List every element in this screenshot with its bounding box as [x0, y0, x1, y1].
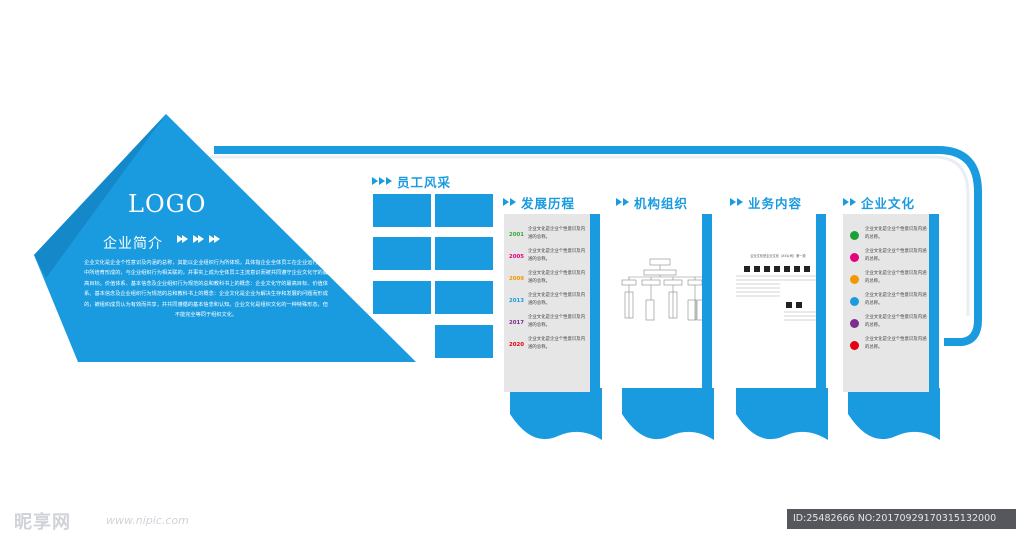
section-title-culture: 企业文化 — [861, 195, 916, 211]
section-title-history: 发展历程 — [521, 195, 576, 211]
culture-text: 企业文化是企业个性意识及内涵的总称。 — [865, 293, 927, 306]
history-panel — [504, 214, 590, 392]
staff-photo — [435, 194, 493, 227]
culture-wave — [848, 388, 940, 440]
section-chevron-icon — [730, 198, 743, 206]
history-text: 企业文化是企业个性意识及内涵的总称。 — [528, 315, 586, 328]
business-title: 企业文化是企业文化（XX公司）第一篇 — [750, 254, 806, 258]
history-year: 2009 — [509, 276, 525, 282]
culture-dot-icon — [850, 319, 859, 328]
section-title-org: 机构组织 — [634, 195, 689, 211]
section-chevron-icon — [616, 198, 629, 206]
intro-panel-accent — [34, 114, 166, 278]
business-strip — [816, 214, 826, 392]
logo: LOGO — [128, 190, 207, 218]
history-text: 企业文化是企业个性意识及内涵的总称。 — [528, 227, 586, 240]
culture-dot-icon — [850, 231, 859, 240]
double-chevron-icon — [193, 235, 204, 243]
culture-dot-icon — [850, 275, 859, 284]
culture-text: 企业文化是企业个性意识及内涵的总称。 — [865, 315, 927, 328]
section-chevron-icon — [843, 198, 856, 206]
section-header-history: 发展历程 — [503, 193, 575, 211]
watermark-url: www.nipic.com — [106, 514, 189, 527]
culture-item: 企业文化是企业个性意识及内涵的总称。 — [847, 314, 933, 334]
culture-strip — [929, 214, 939, 392]
history-text: 企业文化是企业个性意识及内涵的总称。 — [528, 271, 586, 284]
business-sketch — [744, 266, 810, 308]
culture-dot-icon — [850, 341, 859, 350]
staff-photo — [373, 281, 431, 314]
section-header-org: 机构组织 — [616, 193, 688, 211]
staff-photo — [435, 281, 493, 314]
org-strip — [702, 214, 712, 392]
double-chevron-icon — [209, 235, 220, 243]
history-text: 企业文化是企业个性意识及内涵的总称。 — [528, 293, 586, 306]
section-header-culture: 企业文化 — [843, 193, 915, 211]
section-title-staff: 员工风采 — [397, 174, 452, 190]
culture-dot-icon — [850, 253, 859, 262]
watermark-id: ID:25482666 NO:20170929170315132000 — [787, 509, 1016, 529]
org-wave — [622, 388, 714, 440]
double-chevron-icon — [177, 235, 188, 243]
culture-dot-icon — [850, 297, 859, 306]
culture-item: 企业文化是企业个性意识及内涵的总称。 — [847, 336, 933, 356]
culture-item: 企业文化是企业个性意识及内涵的总称。 — [847, 292, 933, 312]
history-year: 2013 — [509, 298, 525, 304]
staff-photo — [373, 194, 431, 227]
culture-text: 企业文化是企业个性意识及内涵的总称。 — [865, 271, 927, 284]
history-year: 2017 — [509, 320, 525, 326]
intro-body: 企业文化是企业个性意识及内涵的总称，其能以企业组织行为所体现，具体指企业全体员工… — [84, 260, 328, 319]
section-chevron-icon — [372, 177, 392, 185]
history-wave — [510, 388, 602, 440]
culture-item: 企业文化是企业个性意识及内涵的总称。 — [847, 248, 933, 268]
staff-photo — [435, 237, 493, 270]
culture-item: 企业文化是企业个性意识及内涵的总称。 — [847, 226, 933, 246]
history-strip — [590, 214, 600, 392]
section-chevron-icon — [503, 198, 516, 206]
business-sketch-lines — [736, 275, 820, 321]
history-year: 2001 — [509, 232, 525, 238]
culture-item: 企业文化是企业个性意识及内涵的总称。 — [847, 270, 933, 290]
section-title-business: 业务内容 — [748, 195, 803, 211]
section-header-business: 业务内容 — [730, 193, 802, 211]
history-text: 企业文化是企业个性意识及内涵的总称。 — [528, 337, 586, 350]
history-year: 2020 — [509, 342, 525, 348]
culture-text: 企业文化是企业个性意识及内涵的总称。 — [865, 227, 927, 240]
section-header-staff: 员工风采 — [372, 172, 451, 190]
staff-photo — [435, 325, 493, 358]
history-text: 企业文化是企业个性意识及内涵的总称。 — [528, 249, 586, 262]
history-year: 2005 — [509, 254, 525, 260]
culture-text: 企业文化是企业个性意识及内涵的总称。 — [865, 249, 927, 262]
outline-shadow — [210, 155, 970, 316]
culture-text: 企业文化是企业个性意识及内涵的总称。 — [865, 337, 927, 350]
intro-title: 企业简介 — [103, 236, 163, 252]
watermark-logo: 昵享网 — [14, 512, 71, 533]
intro-panel — [34, 114, 416, 362]
org-chart — [621, 258, 706, 321]
business-wave — [736, 388, 828, 440]
outline-track — [214, 146, 982, 346]
intro-arrows — [177, 235, 220, 243]
staff-photo — [373, 237, 431, 270]
